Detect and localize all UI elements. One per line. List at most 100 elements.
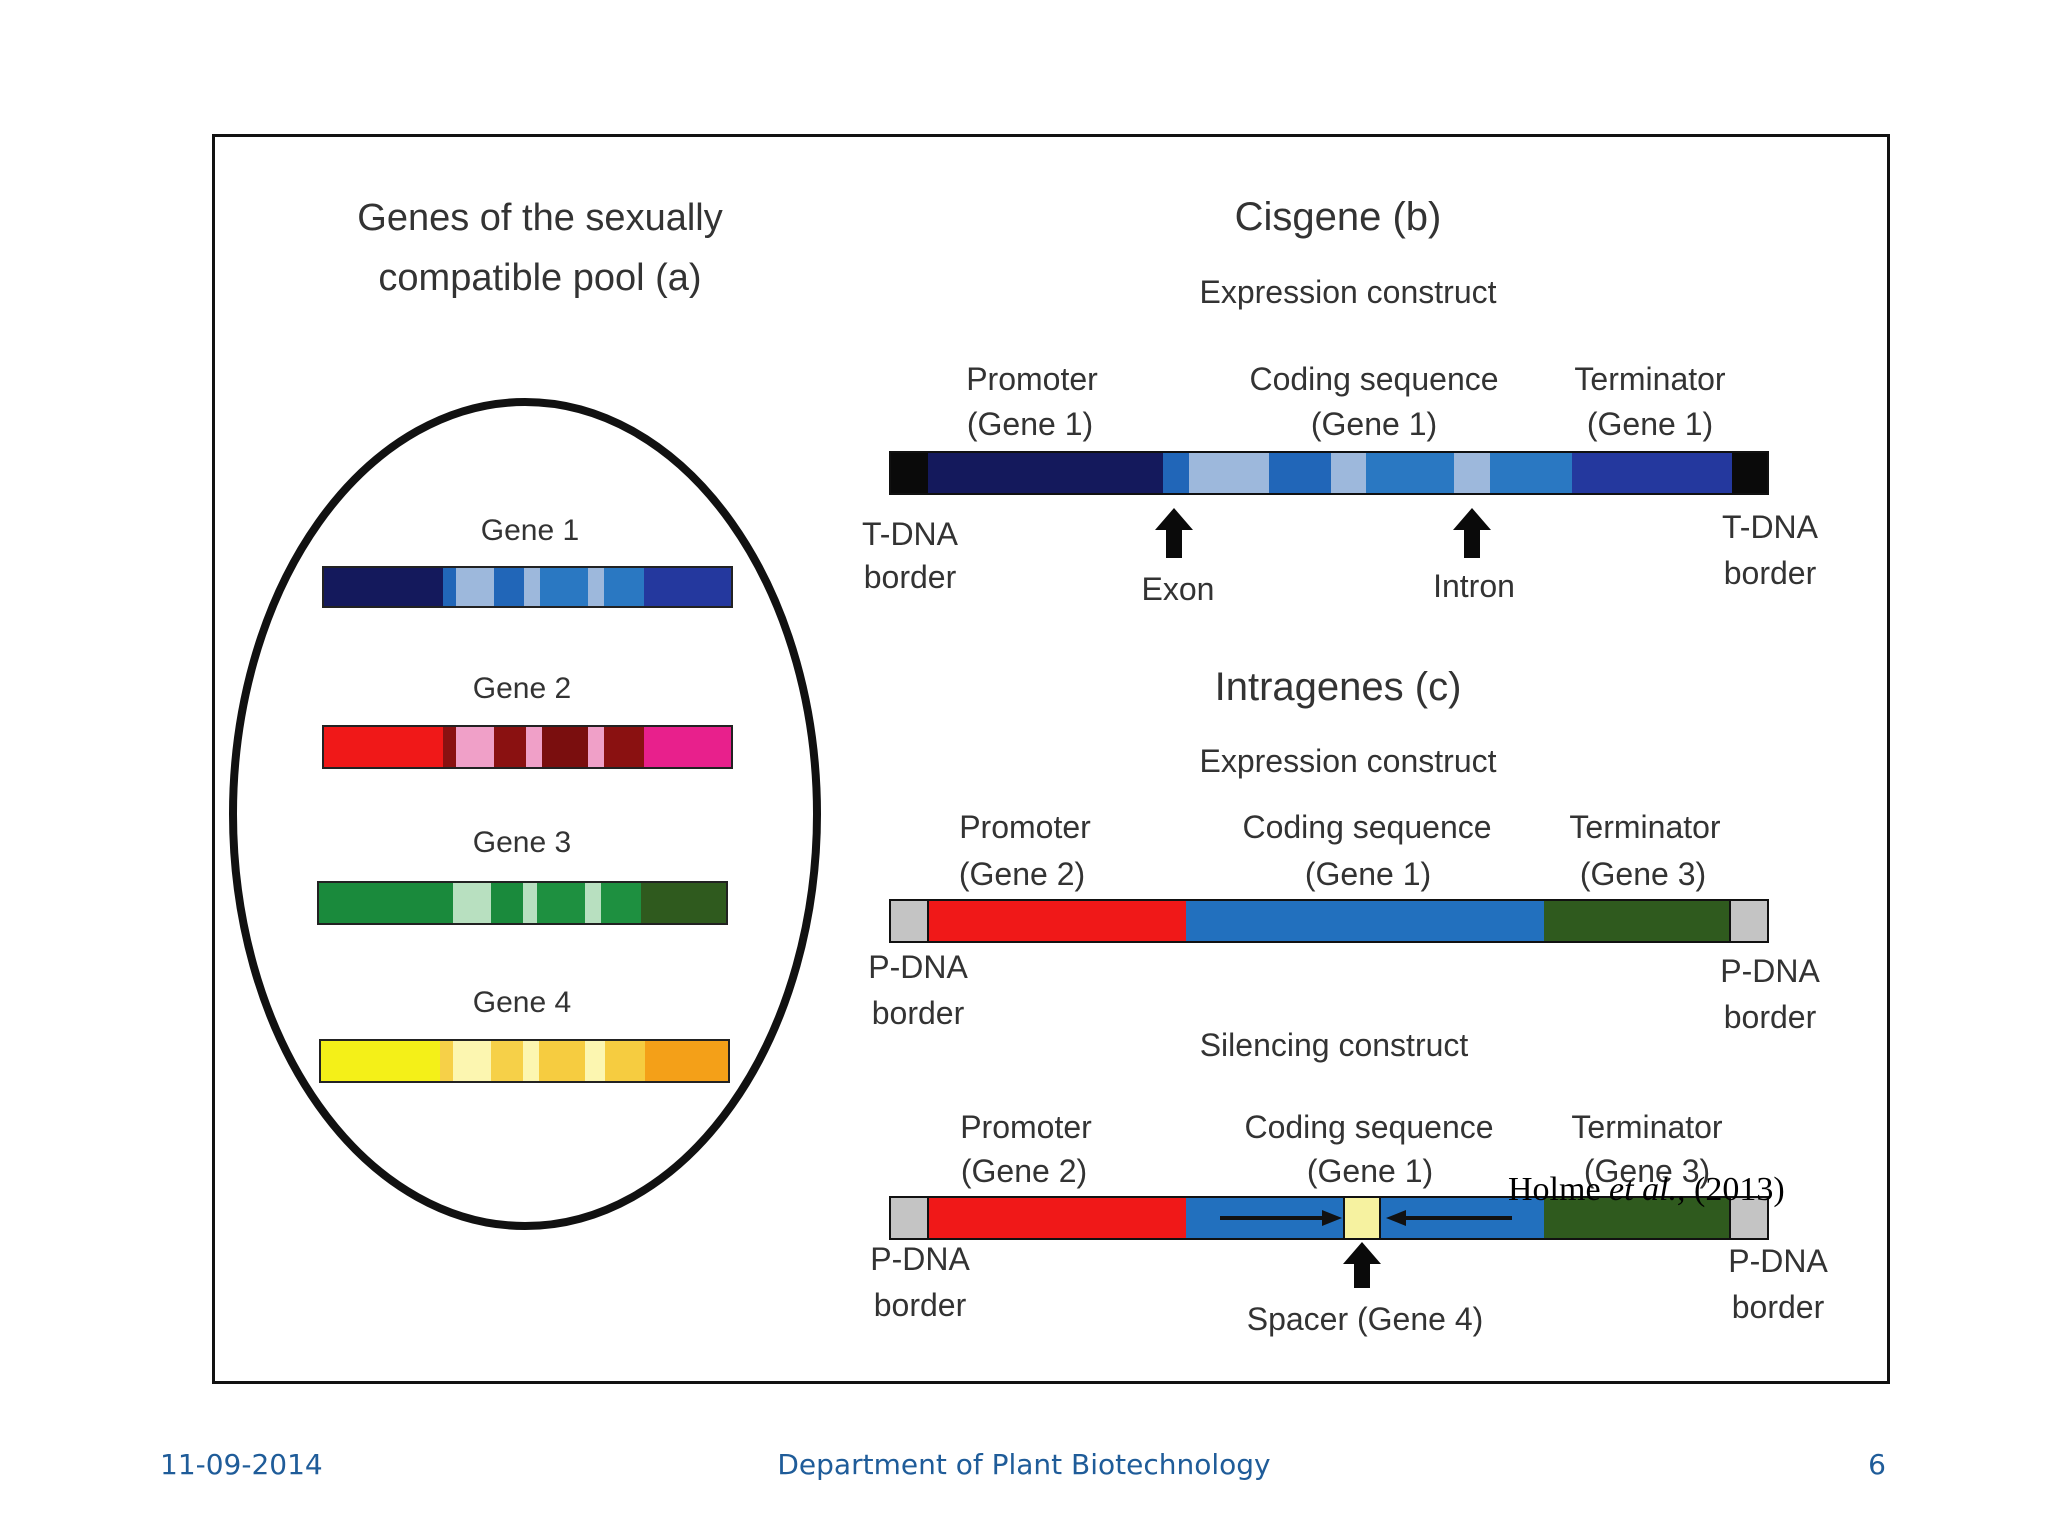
gene-2-terminator [644, 726, 732, 768]
p-dna-border-left-label: P-DNA [868, 949, 968, 985]
intron-segment [1454, 452, 1490, 494]
intron-segment [1189, 452, 1269, 494]
p-dna-border-right-label-2: border [1724, 999, 1817, 1035]
citation-author: Holme [1508, 1171, 1609, 1208]
gene-1-exon [604, 567, 644, 607]
panel-b-title: Cisgene (b) [1235, 195, 1442, 239]
promoter-label: Promoter [966, 361, 1098, 397]
gene-3-intron [523, 882, 537, 924]
gene-3-bar [317, 881, 728, 925]
gene-3-exon [440, 882, 453, 924]
expression-construct-bar [889, 899, 1769, 943]
p-dna-border-left [890, 1197, 928, 1239]
footer-department: Department of Plant Biotechnology [777, 1448, 1271, 1481]
gene-3-exon [491, 882, 523, 924]
gene-pool-ellipse [229, 398, 821, 1230]
antisense-arrow-icon [1386, 1210, 1512, 1226]
promoter-segment [928, 452, 1163, 494]
panel-a: Genes of the sexually compatible pool (a… [229, 197, 821, 1230]
terminator-label: Terminator [1574, 361, 1726, 397]
p-dna-border-right-label: P-DNA [1728, 1243, 1828, 1279]
citation-year: (2013) [1686, 1171, 1785, 1208]
gene-4-label: Gene 4 [473, 986, 571, 1019]
spacer-arrow-icon [1343, 1242, 1381, 1288]
exon-segment [1490, 452, 1572, 494]
gene-2-exon [542, 726, 588, 768]
coding-sequence-gene-label: (Gene 1) [1307, 1153, 1433, 1189]
p-dna-border-right-label: P-DNA [1720, 953, 1820, 989]
coding-sequence-gene-label: (Gene 1) [1311, 406, 1437, 442]
intron-label: Intron [1433, 568, 1515, 604]
gene-4-exon [440, 1040, 453, 1082]
gene-1-intron [456, 567, 494, 607]
gene-2-label: Gene 2 [473, 672, 571, 705]
panel-c-title: Intragenes (c) [1215, 665, 1462, 709]
gene-2-intron [588, 726, 604, 768]
gene-1-bar [322, 566, 733, 608]
terminator-gene-label: (Gene 3) [1584, 1153, 1710, 1189]
t-dna-border-right-label: T-DNA [1722, 509, 1819, 545]
gene-3-exon [537, 882, 585, 924]
citation: Holme et al., (2013) [1508, 1171, 1785, 1208]
terminator-segment [1572, 452, 1732, 494]
gene-2-exon [494, 726, 526, 768]
coding-sequence-label: Coding sequence [1244, 1109, 1493, 1145]
sense-arrow-icon [1220, 1210, 1342, 1226]
intron-arrow-icon [1453, 508, 1491, 558]
gene-4-intron [585, 1040, 605, 1082]
t-dna-border-right-label-2: border [1724, 555, 1817, 591]
coding-sequence-label: Coding sequence [1249, 361, 1498, 397]
exon-arrow-icon [1155, 508, 1193, 558]
gene-3-promoter [318, 882, 440, 924]
p-dna-border-right [1730, 1197, 1768, 1239]
gene-1-promoter [323, 567, 443, 607]
gene-2-intron [456, 726, 494, 768]
gene-3-intron [585, 882, 601, 924]
t-dna-border-left [890, 452, 928, 494]
silencing-construct-title: Silencing construct [1200, 1027, 1469, 1063]
t-dna-border-left-label: T-DNA [862, 516, 959, 552]
gene-1-exon [540, 567, 588, 607]
gene-1-exon [494, 567, 524, 607]
gene-4-promoter [320, 1040, 440, 1082]
panel-a-title-line2: compatible pool (a) [378, 257, 701, 299]
gene-3-exon [601, 882, 641, 924]
intron-segment [1331, 452, 1366, 494]
gene-2-bar [322, 725, 733, 769]
gene-1-exon [443, 567, 456, 607]
promoter-segment [928, 1197, 1186, 1239]
gene-2-exon [604, 726, 644, 768]
gene-4-intron [453, 1040, 491, 1082]
p-dna-border-left-label-2: border [874, 1287, 967, 1323]
footer-date: 11-09-2014 [160, 1448, 323, 1481]
promoter-gene-label: (Gene 2) [961, 1153, 1087, 1189]
exon-segment [1366, 452, 1454, 494]
exon-label: Exon [1142, 571, 1215, 607]
gene-3-intron [453, 882, 491, 924]
coding-sequence-segment [1186, 900, 1544, 942]
promoter-gene-label: (Gene 2) [959, 856, 1085, 892]
gene-2-intron [526, 726, 542, 768]
panel-a-title-line1: Genes of the sexually [357, 197, 722, 239]
gene-4-exon [491, 1040, 523, 1082]
spacer-segment [1344, 1197, 1380, 1239]
promoter-label: Promoter [960, 1109, 1092, 1145]
t-dna-border-left-label-2: border [864, 559, 957, 595]
gene-1-label: Gene 1 [481, 514, 579, 547]
terminator-segment [1544, 1197, 1730, 1239]
promoter-segment [928, 900, 1186, 942]
exon-segment [1163, 452, 1189, 494]
gene-1-intron [588, 567, 604, 607]
p-dna-border-right [1730, 900, 1768, 942]
gene-4-intron [523, 1040, 539, 1082]
spacer-label: Spacer (Gene 4) [1247, 1301, 1484, 1337]
gene-4-exon [539, 1040, 585, 1082]
panel-c: Intragenes (c) Expression construct Prom… [868, 665, 1828, 1337]
terminator-label: Terminator [1569, 809, 1721, 845]
terminator-segment [1544, 900, 1730, 942]
panel-b: Cisgene (b) Expression construct Promote… [862, 195, 1819, 607]
gene-4-terminator [645, 1040, 729, 1082]
gene-1-terminator [644, 567, 732, 607]
panel-b-subtitle: Expression construct [1199, 274, 1496, 310]
cisgene-construct-bar [889, 451, 1769, 495]
